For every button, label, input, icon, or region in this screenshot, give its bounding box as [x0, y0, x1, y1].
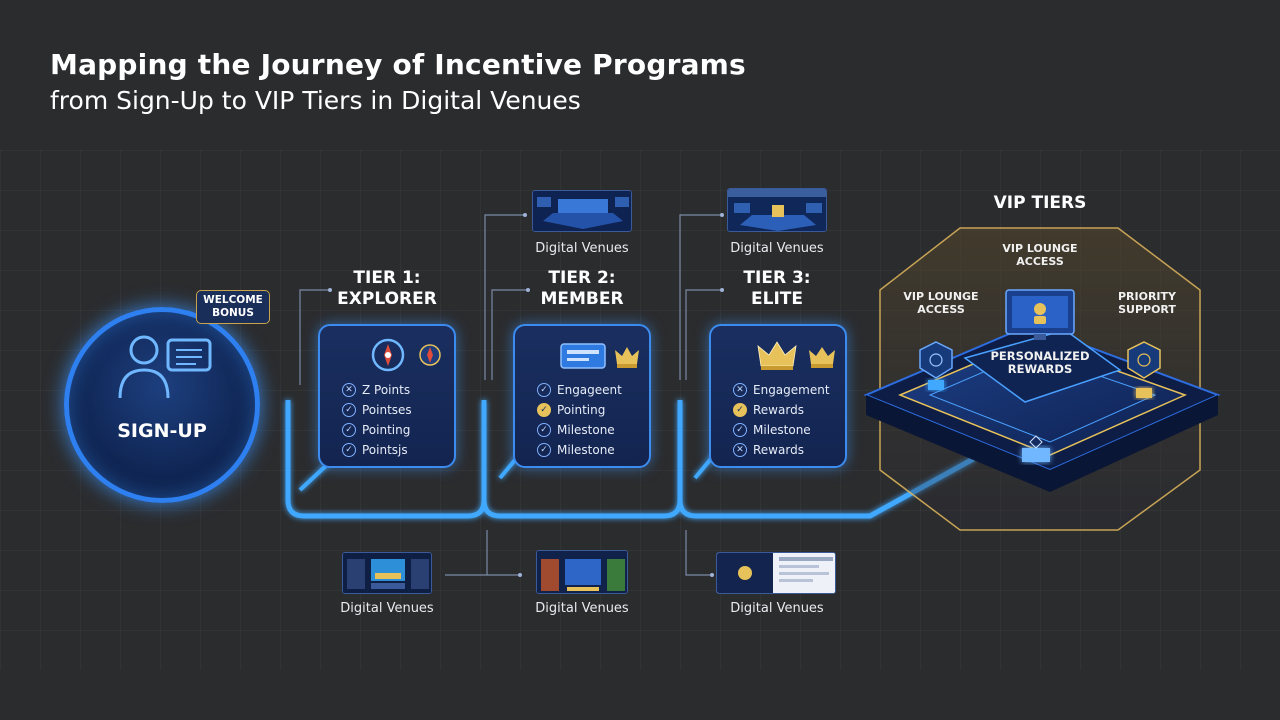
list-item: ✓ Milestone	[537, 420, 622, 440]
arena-illustration	[533, 191, 631, 231]
list-item: ✓ Pointses	[342, 400, 412, 420]
connector-lines	[299, 214, 722, 576]
list-item: ✓ Pointing	[342, 420, 412, 440]
list-item: ✓ Milestone	[537, 440, 622, 460]
x-circle-icon: ✕	[733, 443, 747, 457]
list-item-label: Pointing	[362, 423, 411, 437]
game-lobby-illustration	[343, 553, 431, 593]
x-circle-icon: ✕	[342, 383, 356, 397]
tier-1-title: TIER 1: EXPLORER	[307, 268, 467, 310]
tier-1-list: ✕ Z Points ✓ Pointses ✓ Pointing ✓ Pointsjs	[342, 380, 412, 460]
tier-2-card: ✓ Engageent ✓ Pointing ✓ Milestone ✓ Milesto…	[513, 324, 651, 468]
list-item-label: Engageent	[557, 383, 622, 397]
tier-2-title-line1: TIER 2:	[548, 268, 616, 288]
node-icons	[928, 380, 1152, 462]
venue-label-bottom-2: Digital Venues	[535, 601, 629, 616]
vip-lounge-access-top: VIP LOUNGE ACCESS	[1002, 242, 1078, 268]
list-item-label: Pointsjs	[362, 443, 408, 457]
list-item: ✓ Rewards	[733, 400, 830, 420]
list-item: ✓ Pointsjs	[342, 440, 412, 460]
list-item-label: Z Points	[362, 383, 411, 397]
x-circle-icon: ✕	[733, 383, 747, 397]
tier-1-card: ✕ Z Points ✓ Pointses ✓ Pointing ✓ Pointsjs	[318, 324, 456, 468]
list-item-label: Milestone	[557, 423, 615, 437]
check-circle-icon: ✓	[537, 383, 551, 397]
slot-game-illustration	[537, 551, 627, 593]
compass-icon	[371, 338, 441, 372]
signup-label: SIGN-UP	[117, 420, 207, 442]
card-and-crown-icon	[560, 343, 639, 369]
check-circle-icon: ✓	[342, 423, 356, 437]
list-item-label: Milestone	[557, 443, 615, 457]
shield-icon-left	[919, 341, 953, 379]
monitor-icon	[1005, 289, 1075, 340]
venue-label-bottom-1: Digital Venues	[340, 601, 434, 616]
tier-1-title-line1: TIER 1:	[353, 268, 421, 288]
list-item-label: Pointses	[362, 403, 412, 417]
venue-label-top-2: Digital Venues	[730, 241, 824, 256]
list-item: ✓ Milestone	[733, 420, 830, 440]
page-title: Mapping the Journey of Incentive Program…	[50, 48, 746, 81]
tier-3-title: TIER 3: ELITE	[697, 268, 857, 310]
check-circle-icon: ✓	[537, 443, 551, 457]
page-subtitle: from Sign-Up to VIP Tiers in Digital Ven…	[50, 86, 581, 115]
venue-label-bottom-3: Digital Venues	[730, 601, 824, 616]
personalized-rewards: PERSONALIZED REWARDS	[990, 349, 1090, 376]
list-item: ✕ Rewards	[733, 440, 830, 460]
dashboard-illustration	[717, 553, 835, 593]
shield-icon-right	[1127, 341, 1161, 379]
list-item-label: Milestone	[753, 423, 811, 437]
venue-label-top-1: Digital Venues	[535, 241, 629, 256]
tier-2-title-line2: MEMBER	[540, 289, 624, 309]
tier-2-list: ✓ Engageent ✓ Pointing ✓ Milestone ✓ Milesto…	[537, 380, 622, 460]
list-item: ✕ Z Points	[342, 380, 412, 400]
tier-3-title-line1: TIER 3:	[743, 268, 811, 288]
list-item-label: Rewards	[753, 403, 804, 417]
list-item-label: Rewards	[753, 443, 804, 457]
gold-check-circle-icon: ✓	[733, 403, 747, 417]
vip-tiers-title: VIP TIERS	[993, 193, 1087, 213]
vip-lounge-access-left: VIP LOUNGE ACCESS	[903, 290, 979, 316]
venue-thumbnail-bottom-2	[536, 550, 628, 594]
vault-illustration	[728, 189, 826, 231]
venue-thumbnail-bottom-3	[716, 552, 836, 594]
tier-1-title-line2: EXPLORER	[337, 289, 437, 309]
check-circle-icon: ✓	[733, 423, 747, 437]
tier-3-title-line2: ELITE	[751, 289, 803, 309]
check-circle-icon: ✓	[342, 443, 356, 457]
gold-check-circle-icon: ✓	[537, 403, 551, 417]
tier-2-title: TIER 2: MEMBER	[502, 268, 662, 310]
tier-3-card: ✕ Engagement ✓ Rewards ✓ Milestone ✕ Rewards	[709, 324, 847, 468]
tier-3-list: ✕ Engagement ✓ Rewards ✓ Milestone ✕ Rewards	[733, 380, 830, 460]
crown-icon	[757, 341, 835, 370]
list-item-label: Pointing	[557, 403, 606, 417]
check-circle-icon: ✓	[537, 423, 551, 437]
priority-support: PRIORITY SUPPORT	[1117, 290, 1176, 316]
list-item: ✓ Pointing	[537, 400, 622, 420]
venue-thumbnail-top-1	[532, 190, 632, 232]
list-item-label: Engagement	[753, 383, 830, 397]
list-item: ✕ Engagement	[733, 380, 830, 400]
welcome-bonus-badge: WELCOME BONUS	[196, 290, 270, 324]
list-item: ✓ Engageent	[537, 380, 622, 400]
vip-platform	[863, 323, 1221, 492]
venue-thumbnail-top-2	[727, 188, 827, 232]
signup-node: SIGN-UP	[64, 307, 260, 503]
check-circle-icon: ✓	[342, 403, 356, 417]
venue-thumbnail-bottom-1	[342, 552, 432, 594]
